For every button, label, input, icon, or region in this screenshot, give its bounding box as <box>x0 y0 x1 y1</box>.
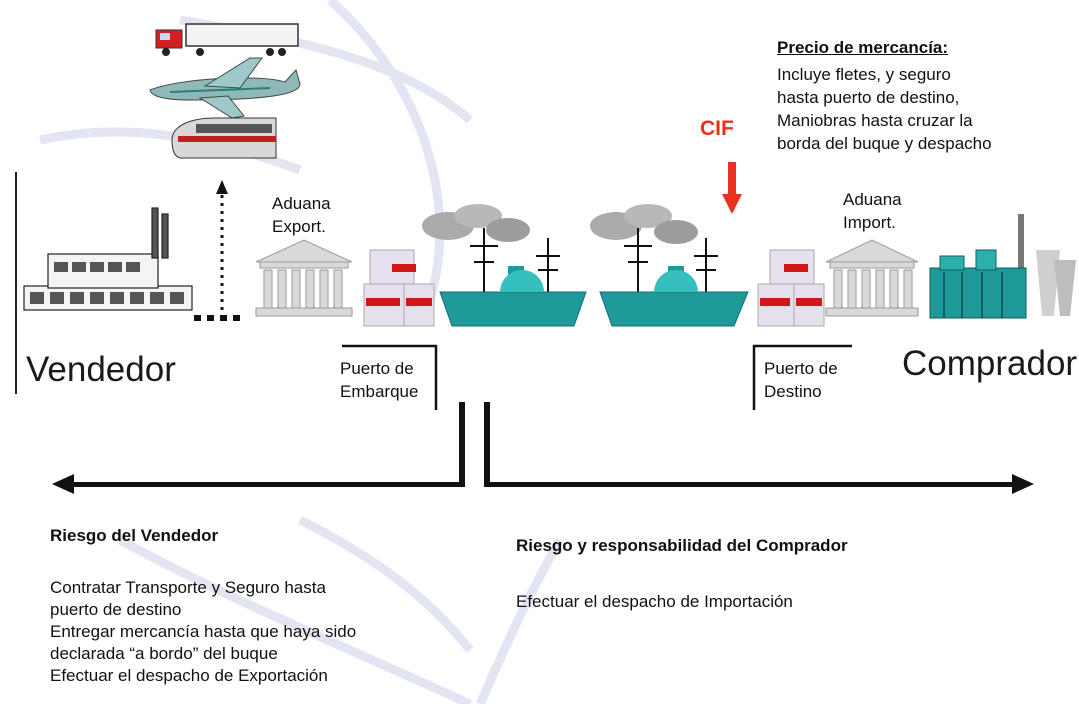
price-line-2: hasta puerto de destino, <box>777 88 960 107</box>
dotted-arrow <box>194 180 242 321</box>
aduana-export-line-1: Aduana <box>272 194 331 213</box>
price-line-3: Maniobras hasta cruzar la <box>777 111 973 130</box>
factory-icon <box>23 207 193 311</box>
buyer-risk-title: Riesgo y responsabilidad del Comprador <box>516 536 848 555</box>
seller-risk-title: Riesgo del Vendedor <box>50 526 219 545</box>
transport-icons <box>149 23 301 159</box>
port-brackets <box>342 344 852 410</box>
aduana-import-line-1: Aduana <box>843 190 902 209</box>
aduana-import-line-2: Import. <box>843 213 896 232</box>
cif-label: CIF <box>700 117 734 140</box>
cargo-boxes-left <box>363 249 435 327</box>
ship-right-icon <box>590 204 749 327</box>
comprador-label: Comprador <box>902 344 1078 383</box>
puerto-embarque-line-1: Puerto de <box>340 359 414 378</box>
buyer-plant-icon <box>929 214 1076 319</box>
seller-risk-line-4: declarada “a bordo” del buque <box>50 644 278 663</box>
seller-risk-line-1: Contratar Transporte y Seguro hasta <box>50 578 326 597</box>
seller-risk-line-2: puerto de destino <box>50 600 182 619</box>
airplane-icon <box>149 57 301 119</box>
seller-risk-line-5: Efectuar el despacho de Exportación <box>50 666 328 685</box>
price-line-4: borda del buque y despacho <box>777 134 992 153</box>
risk-arrows <box>52 402 1034 494</box>
price-title: Precio de mercancía: <box>777 38 949 57</box>
puerto-destino-line-2: Destino <box>764 382 822 401</box>
truck-icon <box>155 23 299 56</box>
ship-left-icon <box>422 204 587 327</box>
customs-import-icon <box>825 239 919 317</box>
aduana-export-line-2: Export. <box>272 217 326 236</box>
customs-export-icon <box>255 239 353 317</box>
puerto-embarque-line-2: Embarque <box>340 382 419 401</box>
seller-risk-line-3: Entregar mercancía hasta que haya sido <box>50 622 357 641</box>
buyer-risk-line-1: Efectuar el despacho de Importación <box>516 592 793 611</box>
price-line-1: Incluye fletes, y seguro <box>777 65 951 84</box>
puerto-destino-line-1: Puerto de <box>764 359 838 378</box>
cargo-boxes-right <box>757 249 825 327</box>
train-icon <box>171 117 277 159</box>
cif-arrow-icon <box>722 162 742 214</box>
vendedor-label: Vendedor <box>26 350 176 389</box>
